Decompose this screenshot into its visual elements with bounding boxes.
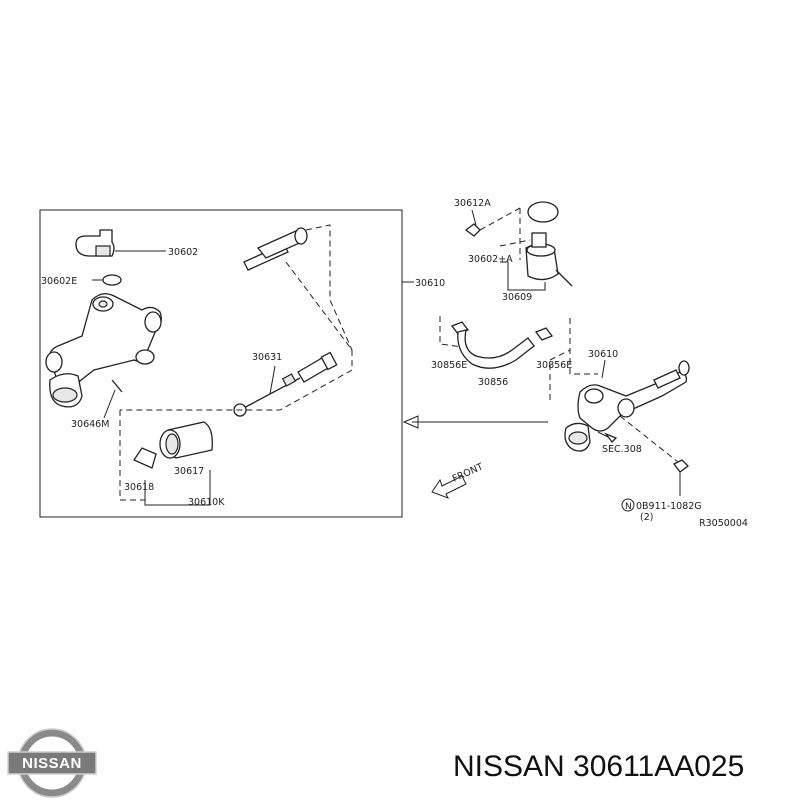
callout-30610-right: 30610 <box>588 349 618 360</box>
roll-pin-30646m <box>111 379 123 393</box>
hose-30856 <box>457 329 535 369</box>
elbow-fitting-30602 <box>75 229 115 257</box>
clip-30618 <box>133 447 157 469</box>
callout-30610k: 30610K <box>188 497 225 508</box>
master-cylinder-body <box>45 293 162 408</box>
bolt-prefix: N <box>625 502 632 512</box>
callout-30631: 30631 <box>252 352 282 363</box>
reservoir-30609 <box>525 232 573 287</box>
logo-text: NISSAN <box>22 755 82 772</box>
front-label: FRONT <box>451 461 485 484</box>
callout-30602: 30602 <box>168 247 198 258</box>
callout-30856e-left: 30856E <box>431 360 467 371</box>
callout-30856e-right: 30856E <box>536 360 572 371</box>
front-direction-arrow: FRONT <box>431 461 485 499</box>
callout-30602e: 30602E <box>41 276 77 287</box>
callout-30602a: 30602+A <box>468 254 513 265</box>
callout-bolt-qty: (2) <box>640 512 653 523</box>
drawing-reference: R3050004 <box>699 518 748 529</box>
part-caption: NISSAN 30611AA025 <box>453 750 744 783</box>
callout-30610-main: 30610 <box>415 278 445 289</box>
reservoir-cap <box>527 201 559 223</box>
callout-30856: 30856 <box>478 377 508 388</box>
push-rod-30631 <box>233 351 338 417</box>
callout-sec308: SEC.308 <box>602 444 642 455</box>
callout-30646m: 30646M <box>71 419 109 430</box>
dust-boot-30617 <box>159 421 213 459</box>
callout-bolt: 0B911-1082G <box>636 501 702 512</box>
bolt <box>673 459 689 473</box>
callout-30612a: 30612A <box>454 198 491 209</box>
callout-30618: 30618 <box>124 482 154 493</box>
exploded-view-frame <box>39 209 403 518</box>
callout-30609: 30609 <box>502 292 532 303</box>
assembled-master-cylinder <box>564 360 690 452</box>
hose-clamp-right <box>534 327 554 341</box>
screw-30612a <box>464 223 481 237</box>
callout-30617: 30617 <box>174 466 204 477</box>
o-ring-30602e <box>102 274 122 286</box>
piston-assembly <box>243 227 308 271</box>
nissan-logo: NISSAN <box>7 728 97 798</box>
